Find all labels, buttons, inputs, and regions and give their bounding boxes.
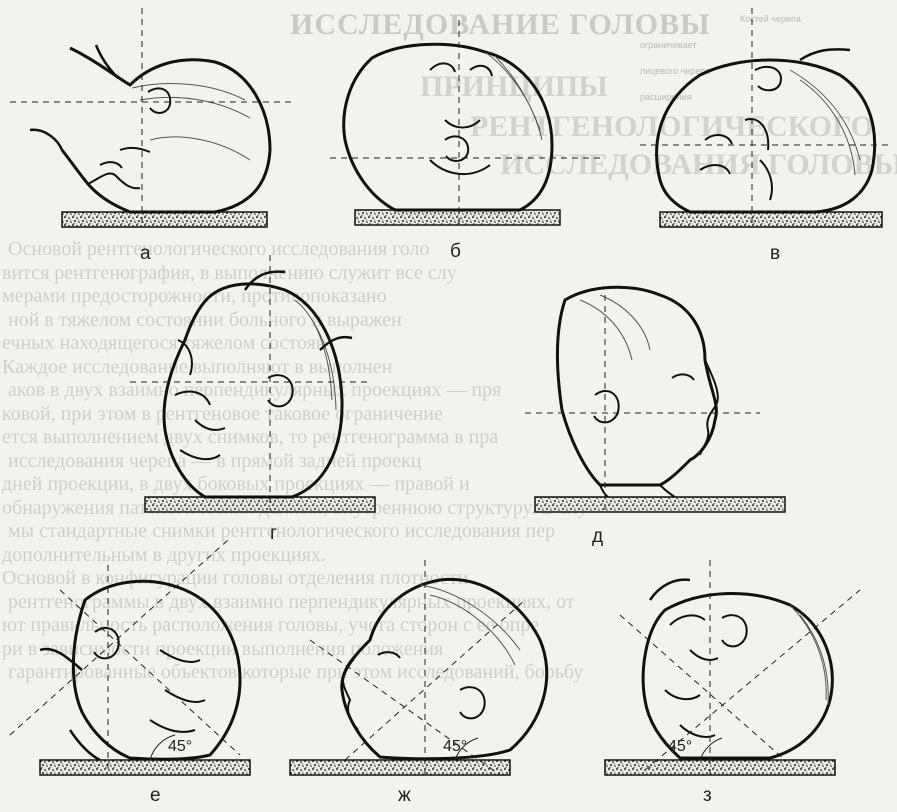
cassette-plate bbox=[355, 210, 560, 225]
panel-label-zh: ж bbox=[398, 785, 411, 807]
hand bbox=[800, 49, 850, 60]
face-lines bbox=[430, 63, 492, 174]
diagonal-line bbox=[10, 540, 228, 735]
diagram-v bbox=[640, 8, 892, 228]
ear bbox=[755, 67, 781, 90]
angle-label-z: 45° bbox=[668, 738, 692, 756]
hair-lines bbox=[790, 70, 860, 175]
panel-label-b: б bbox=[450, 241, 461, 263]
hand bbox=[650, 580, 690, 600]
cassette-plate bbox=[290, 760, 510, 775]
face-lines bbox=[150, 650, 205, 732]
diagram-b bbox=[330, 20, 600, 228]
diagonal-line bbox=[310, 640, 500, 775]
face-lines bbox=[88, 148, 150, 188]
hand bbox=[40, 649, 100, 760]
face-lines bbox=[175, 340, 225, 459]
panel-label-d: д bbox=[592, 526, 603, 548]
cassette-plate bbox=[660, 212, 882, 227]
angle-label-zh: 45° bbox=[443, 738, 467, 756]
diagram-d bbox=[525, 287, 785, 512]
diagram-a bbox=[10, 8, 292, 228]
head-outline bbox=[643, 594, 832, 758]
diagram-z bbox=[605, 560, 860, 775]
cassette-plate bbox=[535, 497, 785, 512]
face-lines bbox=[700, 119, 772, 200]
ear bbox=[94, 628, 119, 658]
diagonal-line bbox=[345, 600, 525, 760]
diagram-e bbox=[10, 540, 250, 775]
panel-label-a: а bbox=[140, 243, 151, 265]
hair-lines bbox=[580, 295, 650, 360]
head-outline bbox=[657, 60, 875, 212]
cassette-plate bbox=[605, 760, 835, 775]
head-outline bbox=[342, 579, 547, 758]
neck bbox=[600, 485, 675, 497]
diagram-zh bbox=[290, 560, 547, 775]
ear bbox=[268, 375, 293, 406]
panel-label-g: г bbox=[270, 523, 277, 545]
ear bbox=[460, 687, 485, 718]
eye bbox=[378, 652, 400, 658]
hand bbox=[30, 45, 118, 150]
cassette-plate bbox=[40, 760, 250, 775]
diagram-g bbox=[130, 255, 375, 512]
head-outline bbox=[557, 287, 716, 485]
ear bbox=[594, 391, 619, 422]
head-outline bbox=[344, 44, 552, 210]
panel-label-z: з bbox=[703, 785, 712, 807]
cassette-plate bbox=[62, 212, 267, 227]
diagonal-line bbox=[60, 590, 240, 755]
ear bbox=[445, 136, 468, 161]
head-outline bbox=[62, 48, 270, 212]
hair-lines bbox=[132, 84, 250, 160]
panel-label-v: в bbox=[770, 243, 780, 265]
ear bbox=[148, 88, 170, 113]
head-outline bbox=[164, 284, 342, 497]
cassette-plate bbox=[145, 497, 375, 512]
eye bbox=[672, 374, 694, 380]
ear bbox=[722, 615, 747, 646]
angle-label-e: 45° bbox=[168, 738, 192, 756]
panel-label-e: е bbox=[150, 785, 161, 807]
